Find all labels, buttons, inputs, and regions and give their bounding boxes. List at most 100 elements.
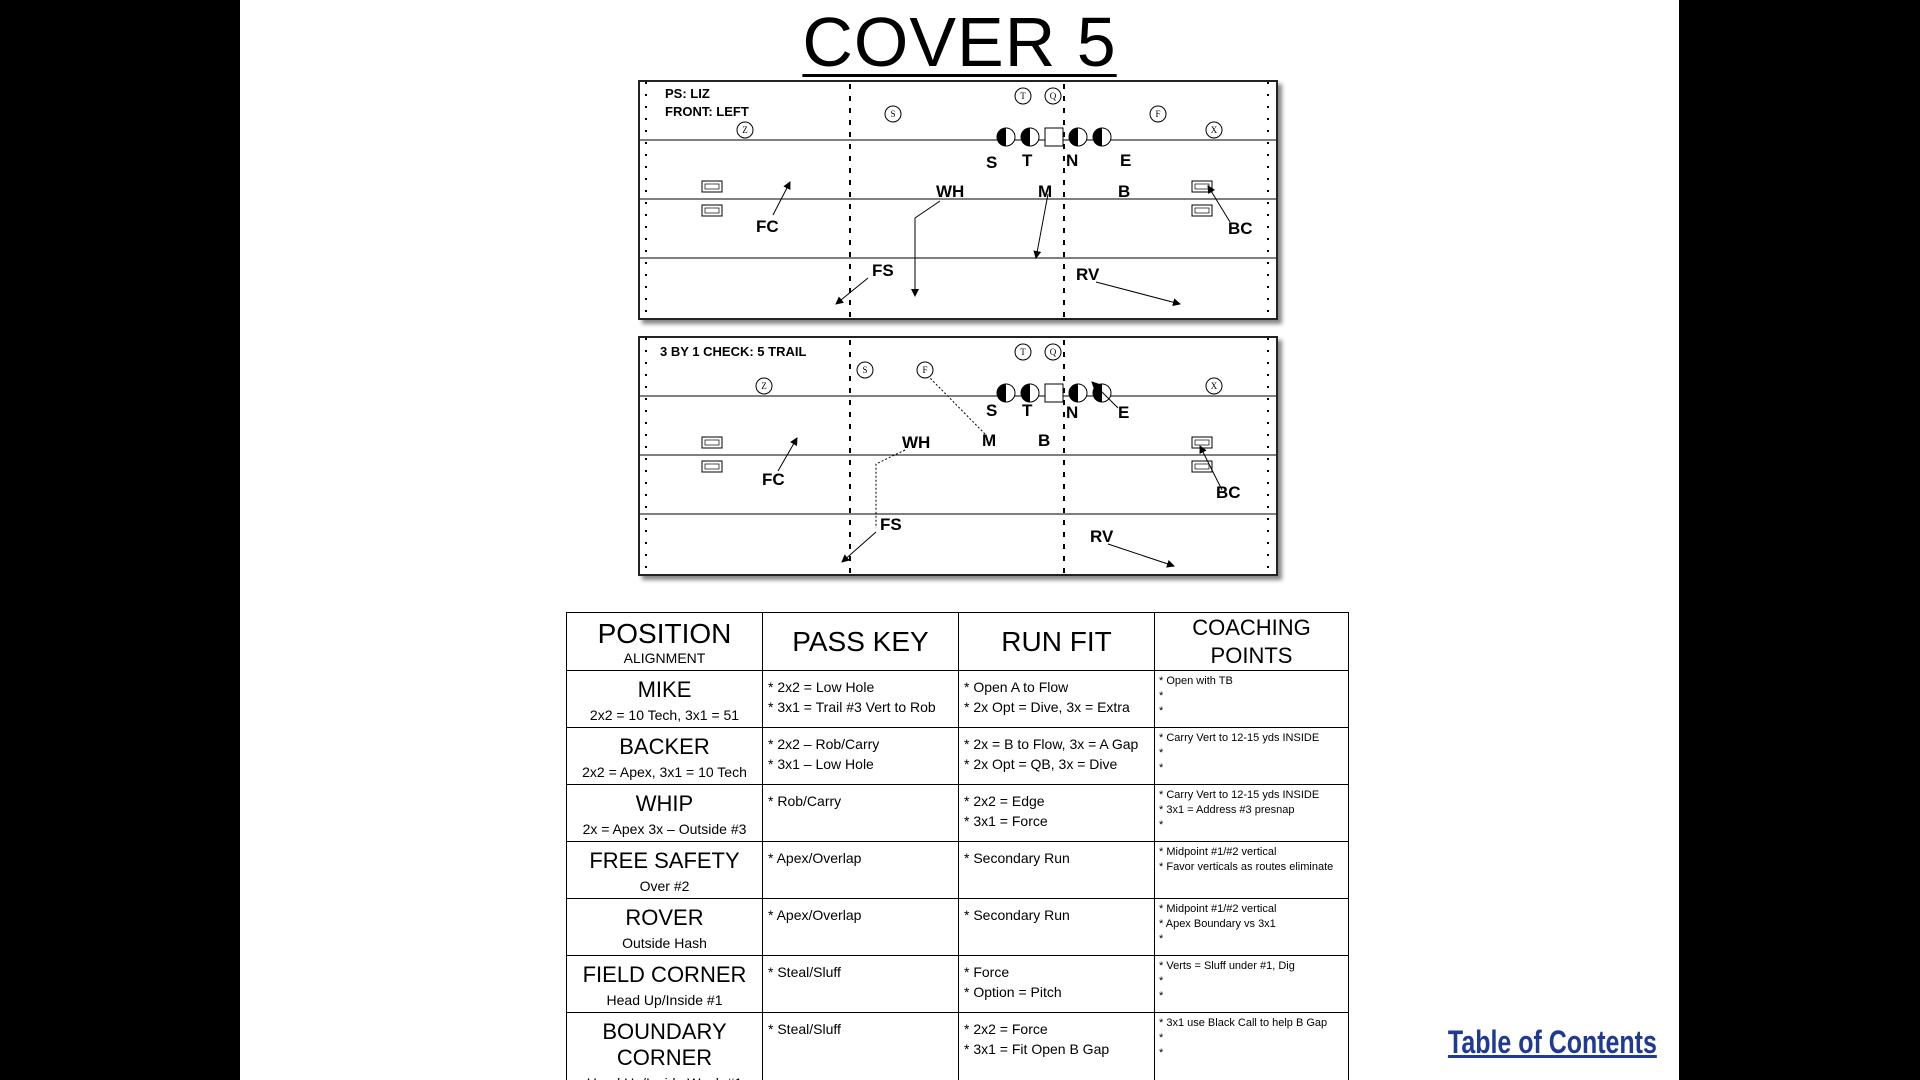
- label-fc: FC: [762, 470, 785, 489]
- coaching-cell: Open with TB: [1154, 670, 1349, 728]
- bullet-item: 2x2 = Edge: [964, 791, 1154, 811]
- bullet-item: Carry Vert to 12-15 yds INSIDE: [1159, 788, 1348, 803]
- offense-s: S: [856, 361, 874, 379]
- table-header-row: POSITION ALIGNMENT PASS KEY RUN FIT COAC…: [566, 612, 1349, 671]
- bullet-item: Secondary Run: [964, 905, 1154, 925]
- svg-text:S: S: [890, 109, 895, 119]
- header-position: POSITION ALIGNMENT: [566, 612, 763, 671]
- table-of-contents-link[interactable]: Table of Contents: [1448, 1024, 1657, 1060]
- diagram-1-header-2: FRONT: LEFT: [665, 104, 749, 119]
- bullet-item: Carry Vert to 12-15 yds INSIDE: [1159, 731, 1348, 746]
- bullet-item: 3x1 = Fit Open B Gap: [964, 1039, 1154, 1059]
- bullet-item: [1159, 761, 1348, 776]
- offense-q: Q: [1044, 87, 1062, 105]
- position-name: ROVER: [625, 905, 704, 930]
- label-m: M: [1038, 182, 1052, 201]
- bullet-item: [1159, 704, 1348, 719]
- dl-n: N: [1066, 151, 1078, 170]
- field-diagram-2: 3 BY 1 CHECK: 5 TRAIL Z S F T Q X S T N …: [640, 338, 1276, 574]
- offensive-line: [996, 383, 1112, 403]
- run-fit-cell: 2x2 = Force3x1 = Fit Open B Gap: [958, 1012, 1155, 1080]
- offense-s: S: [884, 105, 902, 123]
- label-b: B: [1118, 182, 1130, 201]
- bullet-item: 2x = B to Flow, 3x = A Gap: [964, 734, 1154, 754]
- run-fit-cell: Secondary Run: [958, 898, 1155, 956]
- offense-x: X: [1205, 377, 1223, 395]
- position-name: FREE SAFETY: [589, 848, 740, 873]
- header-run-fit: RUN FIT: [958, 612, 1155, 671]
- label-m: M: [982, 431, 996, 450]
- bullet-item: Steal/Sluff: [768, 962, 958, 982]
- offensive-line: [996, 127, 1112, 147]
- position-cell: FREE SAFETY Over #2: [566, 841, 763, 899]
- bullet-item: Midpoint #1/#2 vertical: [1159, 902, 1348, 917]
- svg-text:F: F: [922, 365, 927, 375]
- svg-text:X: X: [1211, 381, 1218, 391]
- svg-text:Q: Q: [1050, 347, 1057, 357]
- bullet-item: 3x1 use Black Call to help B Gap: [1159, 1016, 1348, 1031]
- bullet-item: [1159, 1046, 1348, 1061]
- coaching-cell: Midpoint #1/#2 verticalFavor verticals a…: [1154, 841, 1349, 899]
- offense-t: T: [1014, 343, 1032, 361]
- position-name: FIELD CORNER: [582, 962, 747, 987]
- offense-q: Q: [1044, 343, 1062, 361]
- diagram-1-header-1: PS: LIZ: [665, 86, 710, 101]
- pass-key-cell: Rob/Carry: [762, 784, 959, 842]
- bullet-item: Open with TB: [1159, 674, 1348, 689]
- offense-x: X: [1205, 121, 1223, 139]
- pass-key-cell: Steal/Sluff: [762, 955, 959, 1013]
- label-fc: FC: [756, 217, 779, 236]
- pass-key-cell: 2x2 = Low Hole3x1 = Trail #3 Vert to Rob: [762, 670, 959, 728]
- coaching-cell: Carry Vert to 12-15 yds INSIDE3x1 = Addr…: [1154, 784, 1349, 842]
- bullet-item: Open A to Flow: [964, 677, 1154, 697]
- offense-z: Z: [755, 377, 773, 395]
- dl-t: T: [1022, 151, 1033, 170]
- label-b: B: [1038, 431, 1050, 450]
- responsibility-table: POSITION ALIGNMENT PASS KEY RUN FIT COAC…: [566, 612, 1349, 1080]
- label-fs: FS: [880, 515, 902, 534]
- bullet-item: Favor verticals as routes eliminate: [1159, 860, 1348, 875]
- bullet-item: 2x Opt = Dive, 3x = Extra: [964, 697, 1154, 717]
- position-alignment: Over #2: [639, 878, 690, 894]
- svg-text:X: X: [1211, 125, 1218, 135]
- dl-s: S: [986, 153, 997, 172]
- dl-n: N: [1066, 403, 1078, 422]
- bullet-item: Force: [964, 962, 1154, 982]
- bullet-item: 3x1 = Force: [964, 811, 1154, 831]
- bullet-item: [1159, 818, 1348, 833]
- bullet-item: 3x1 = Trail #3 Vert to Rob: [768, 697, 958, 717]
- bullet-item: 3x1 – Low Hole: [768, 754, 958, 774]
- run-fit-cell: ForceOption = Pitch: [958, 955, 1155, 1013]
- run-fit-cell: 2x2 = Edge3x1 = Force: [958, 784, 1155, 842]
- svg-text:F: F: [1155, 109, 1160, 119]
- dl-s: S: [986, 401, 997, 420]
- position-alignment: Head Up/Inside Weak #1: [567, 1075, 762, 1080]
- dl-e: E: [1120, 151, 1131, 170]
- pass-key-cell: Steal/Sluff: [762, 1012, 959, 1080]
- field-diagram-1: PS: LIZ FRONT: LEFT Z S T Q F X S T N E: [640, 82, 1276, 318]
- run-fit-cell: Secondary Run: [958, 841, 1155, 899]
- bullet-item: [1159, 1031, 1348, 1046]
- svg-text:S: S: [862, 365, 867, 375]
- svg-text:Q: Q: [1050, 91, 1057, 101]
- label-fs: FS: [872, 261, 894, 280]
- bullet-item: 2x2 – Rob/Carry: [768, 734, 958, 754]
- diagram-2-header: 3 BY 1 CHECK: 5 TRAIL: [660, 344, 806, 359]
- bullet-item: 2x2 = Force: [964, 1019, 1154, 1039]
- bullet-item: Apex/Overlap: [768, 905, 958, 925]
- diagram-base: PS: LIZ FRONT: LEFT Z S T Q F X S T N E: [638, 80, 1278, 320]
- label-bc: BC: [1228, 219, 1253, 238]
- offense-t: T: [1014, 87, 1032, 105]
- pass-key-cell: Apex/Overlap: [762, 898, 959, 956]
- svg-text:T: T: [1020, 347, 1026, 357]
- label-rv: RV: [1076, 265, 1100, 284]
- position-alignment: 2x2 = 10 Tech, 3x1 = 51: [589, 707, 740, 723]
- header-pass-key: PASS KEY: [762, 612, 959, 671]
